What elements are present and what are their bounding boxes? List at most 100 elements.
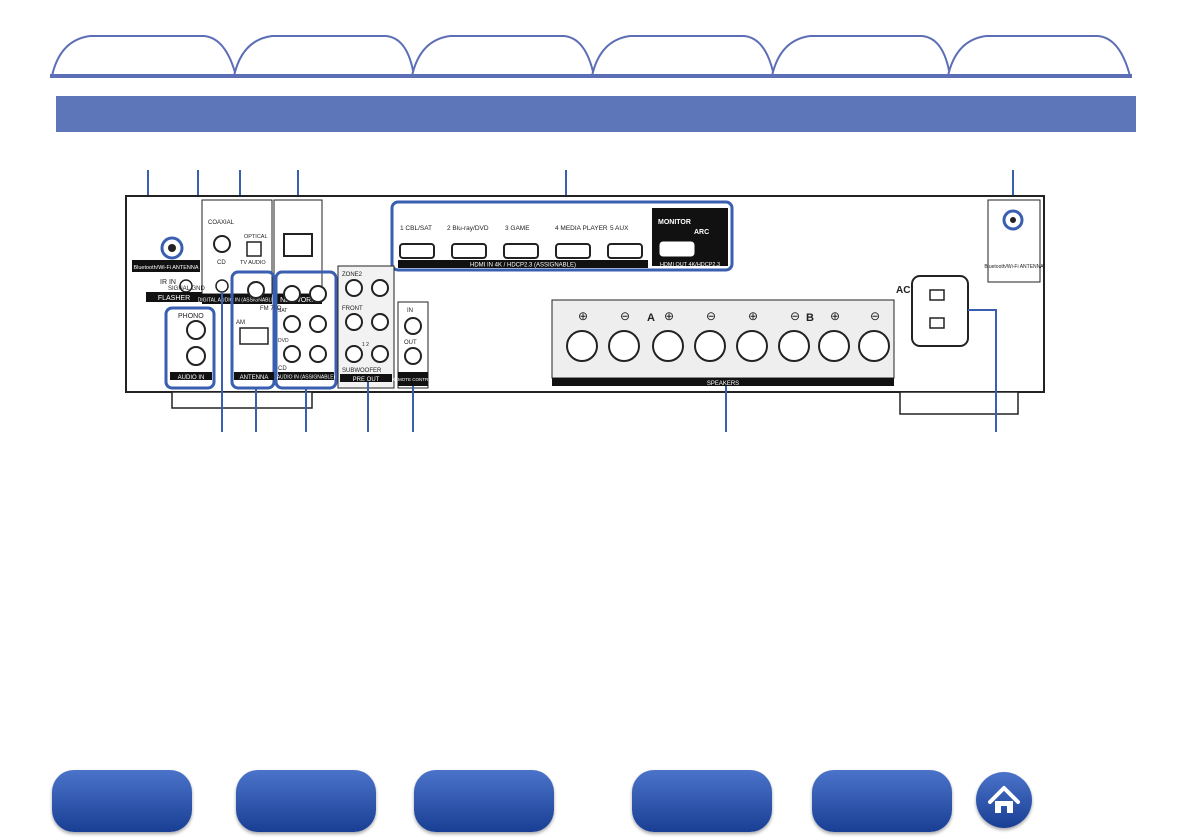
rear-panel-diagram: Bluetooth/Wi-Fi ANTENNA IR IN FLASHER CO… (0, 160, 1192, 440)
plus-symbol-2: ⊕ (664, 309, 674, 323)
hdmi-in-caption: HDMI IN 4K / HDCP2.3 (ASSIGNABLE) (470, 263, 576, 269)
minus-symbol-1: ⊖ (620, 309, 630, 323)
tab-appendix[interactable] (946, 35, 1132, 77)
fm-jack (247, 281, 265, 299)
antenna-highlight (230, 270, 276, 390)
subwoofer-nums-label: 1 2 (362, 342, 369, 348)
ac-in-pin-top (929, 289, 945, 301)
antenna-caption: ANTENNA (240, 375, 269, 381)
front-label: FRONT (342, 306, 363, 312)
bt-antenna-left-label: Bluetooth/Wi-Fi ANTENNA (133, 265, 198, 271)
rc-out-jack (404, 347, 422, 365)
sat-r-jack (283, 285, 301, 303)
flasher-label-bg (146, 292, 202, 302)
flasher-label: FLASHER (158, 295, 190, 302)
hdmi-highlight (390, 200, 734, 272)
minus-symbol-3: ⊖ (790, 309, 800, 323)
signal-gnd-label: SIGNAL GND (168, 286, 205, 292)
tab-bar (0, 0, 1192, 82)
pre-out-caption: PRE OUT (353, 377, 380, 383)
ac-in-socket (911, 275, 969, 347)
front-l-jack (371, 313, 389, 331)
ac-in-pin-bottom (929, 317, 945, 329)
coaxial-cd-label: CD (217, 260, 226, 266)
nav-remote-button[interactable] (632, 770, 772, 832)
cd-r-jack (283, 345, 301, 363)
speakers-a-label: A (647, 312, 655, 324)
am-terminal (239, 327, 269, 345)
bottom-nav (0, 770, 1192, 840)
digital-audio-label: DIGITAL AUDIO IN (ASSIGNABLE) (198, 298, 277, 304)
plus-symbol-4: ⊕ (830, 309, 840, 323)
hdmi-in-group: 1 CBL/SAT 2 Blu-ray/DVD 3 GAME 4 MEDIA P… (398, 225, 648, 269)
audio-in-assign-caption: AUDIO IN (ASSIGNABLE) (277, 375, 336, 381)
dvd-r-jack (283, 315, 301, 333)
nav-display-button[interactable] (236, 770, 376, 832)
cd-l-jack (309, 345, 327, 363)
remote-control-caption-bg (398, 372, 428, 386)
rear-panel-svg: Bluetooth/Wi-Fi ANTENNA IR IN FLASHER CO… (125, 170, 1045, 432)
home-icon (988, 786, 1020, 813)
hdmi-out-arc-label: ARC (694, 229, 709, 236)
hdmi-out-caption: HDMI OUT 4K/HDCP2.3 (660, 262, 720, 268)
tab-contents[interactable] (50, 35, 238, 77)
hdmi-in-2-jack (451, 243, 487, 259)
speaker-b-minus (858, 330, 890, 362)
tab-playback[interactable] (410, 35, 596, 77)
speakers-caption-bg (552, 378, 894, 386)
nav-front-panel-button[interactable] (52, 770, 192, 832)
tab-underline (50, 74, 1132, 78)
home-button[interactable] (976, 772, 1032, 828)
hdmi-out-monitor-label: MONITOR (658, 219, 691, 226)
am-label: AM (236, 320, 245, 326)
hdmi-in-label-3: 3 GAME (505, 225, 530, 232)
minus-symbol-2: ⊖ (706, 309, 716, 323)
tab-settings[interactable] (590, 35, 776, 77)
hdmi-in-label-4: 4 MEDIA PLAYER (555, 225, 608, 232)
network-jack (283, 233, 313, 257)
speaker-a-l-minus (694, 330, 726, 362)
audio-in-assign-caption-bg (278, 372, 334, 380)
subwoofer-2-jack (371, 345, 389, 363)
tv-audio-label: TV AUDIO (240, 260, 266, 266)
speaker-a-l-plus (652, 330, 684, 362)
nav-index-button[interactable] (812, 770, 952, 832)
hdmi-in-label-5: 5 AUX (610, 225, 629, 232)
zone2-l-jack (371, 279, 389, 297)
dvd-l-jack (309, 315, 327, 333)
digital-audio-label-bg (202, 294, 272, 304)
signal-gnd-terminal (215, 279, 229, 293)
sat-label: SAT (278, 308, 287, 314)
speakers-caption: SPEAKERS (707, 381, 739, 387)
subwoofer-1-jack (345, 345, 363, 363)
ir-in-label: IR IN (160, 279, 176, 286)
hdmi-in-label-2: 2 Blu-ray/DVD (447, 225, 489, 232)
coaxial-jack (213, 235, 231, 253)
bt-antenna-right-label: Bluetooth/Wi-Fi ANTENNA (984, 264, 1044, 270)
hdmi-out-jack (659, 241, 695, 257)
minus-symbol-4: ⊖ (870, 309, 880, 323)
hdmi-in-4-jack (555, 243, 591, 259)
subwoofer-label: SUBWOOFER (342, 368, 382, 374)
audio-in-phono-caption-bg (170, 372, 212, 380)
audio-in-phono-caption: AUDIO IN (178, 375, 205, 381)
bt-antenna-left-label-bg (132, 260, 200, 272)
bt-antenna-right-pin (1010, 217, 1016, 223)
foot-left (171, 391, 313, 409)
phono-r-jack (186, 346, 206, 366)
speakers-b-label: B (806, 312, 814, 324)
hdmi-in-3-jack (503, 243, 539, 259)
tab-connections[interactable] (232, 35, 416, 77)
zone2-r-jack (345, 279, 363, 297)
rc-in-jack (404, 317, 422, 335)
front-r-jack (345, 313, 363, 331)
fm-label: FM 75Ω (260, 306, 282, 312)
cd-label: CD (278, 366, 287, 372)
optical-label: OPTICAL (244, 234, 268, 240)
nav-rear-panel-button[interactable] (414, 770, 554, 832)
hdmi-in-caption-bg (398, 260, 648, 268)
antenna-caption-bg (234, 372, 274, 380)
tab-tips[interactable] (770, 35, 952, 77)
hdmi-in-label-1: 1 CBL/SAT (400, 225, 432, 232)
plus-symbol-1: ⊕ (578, 309, 588, 323)
